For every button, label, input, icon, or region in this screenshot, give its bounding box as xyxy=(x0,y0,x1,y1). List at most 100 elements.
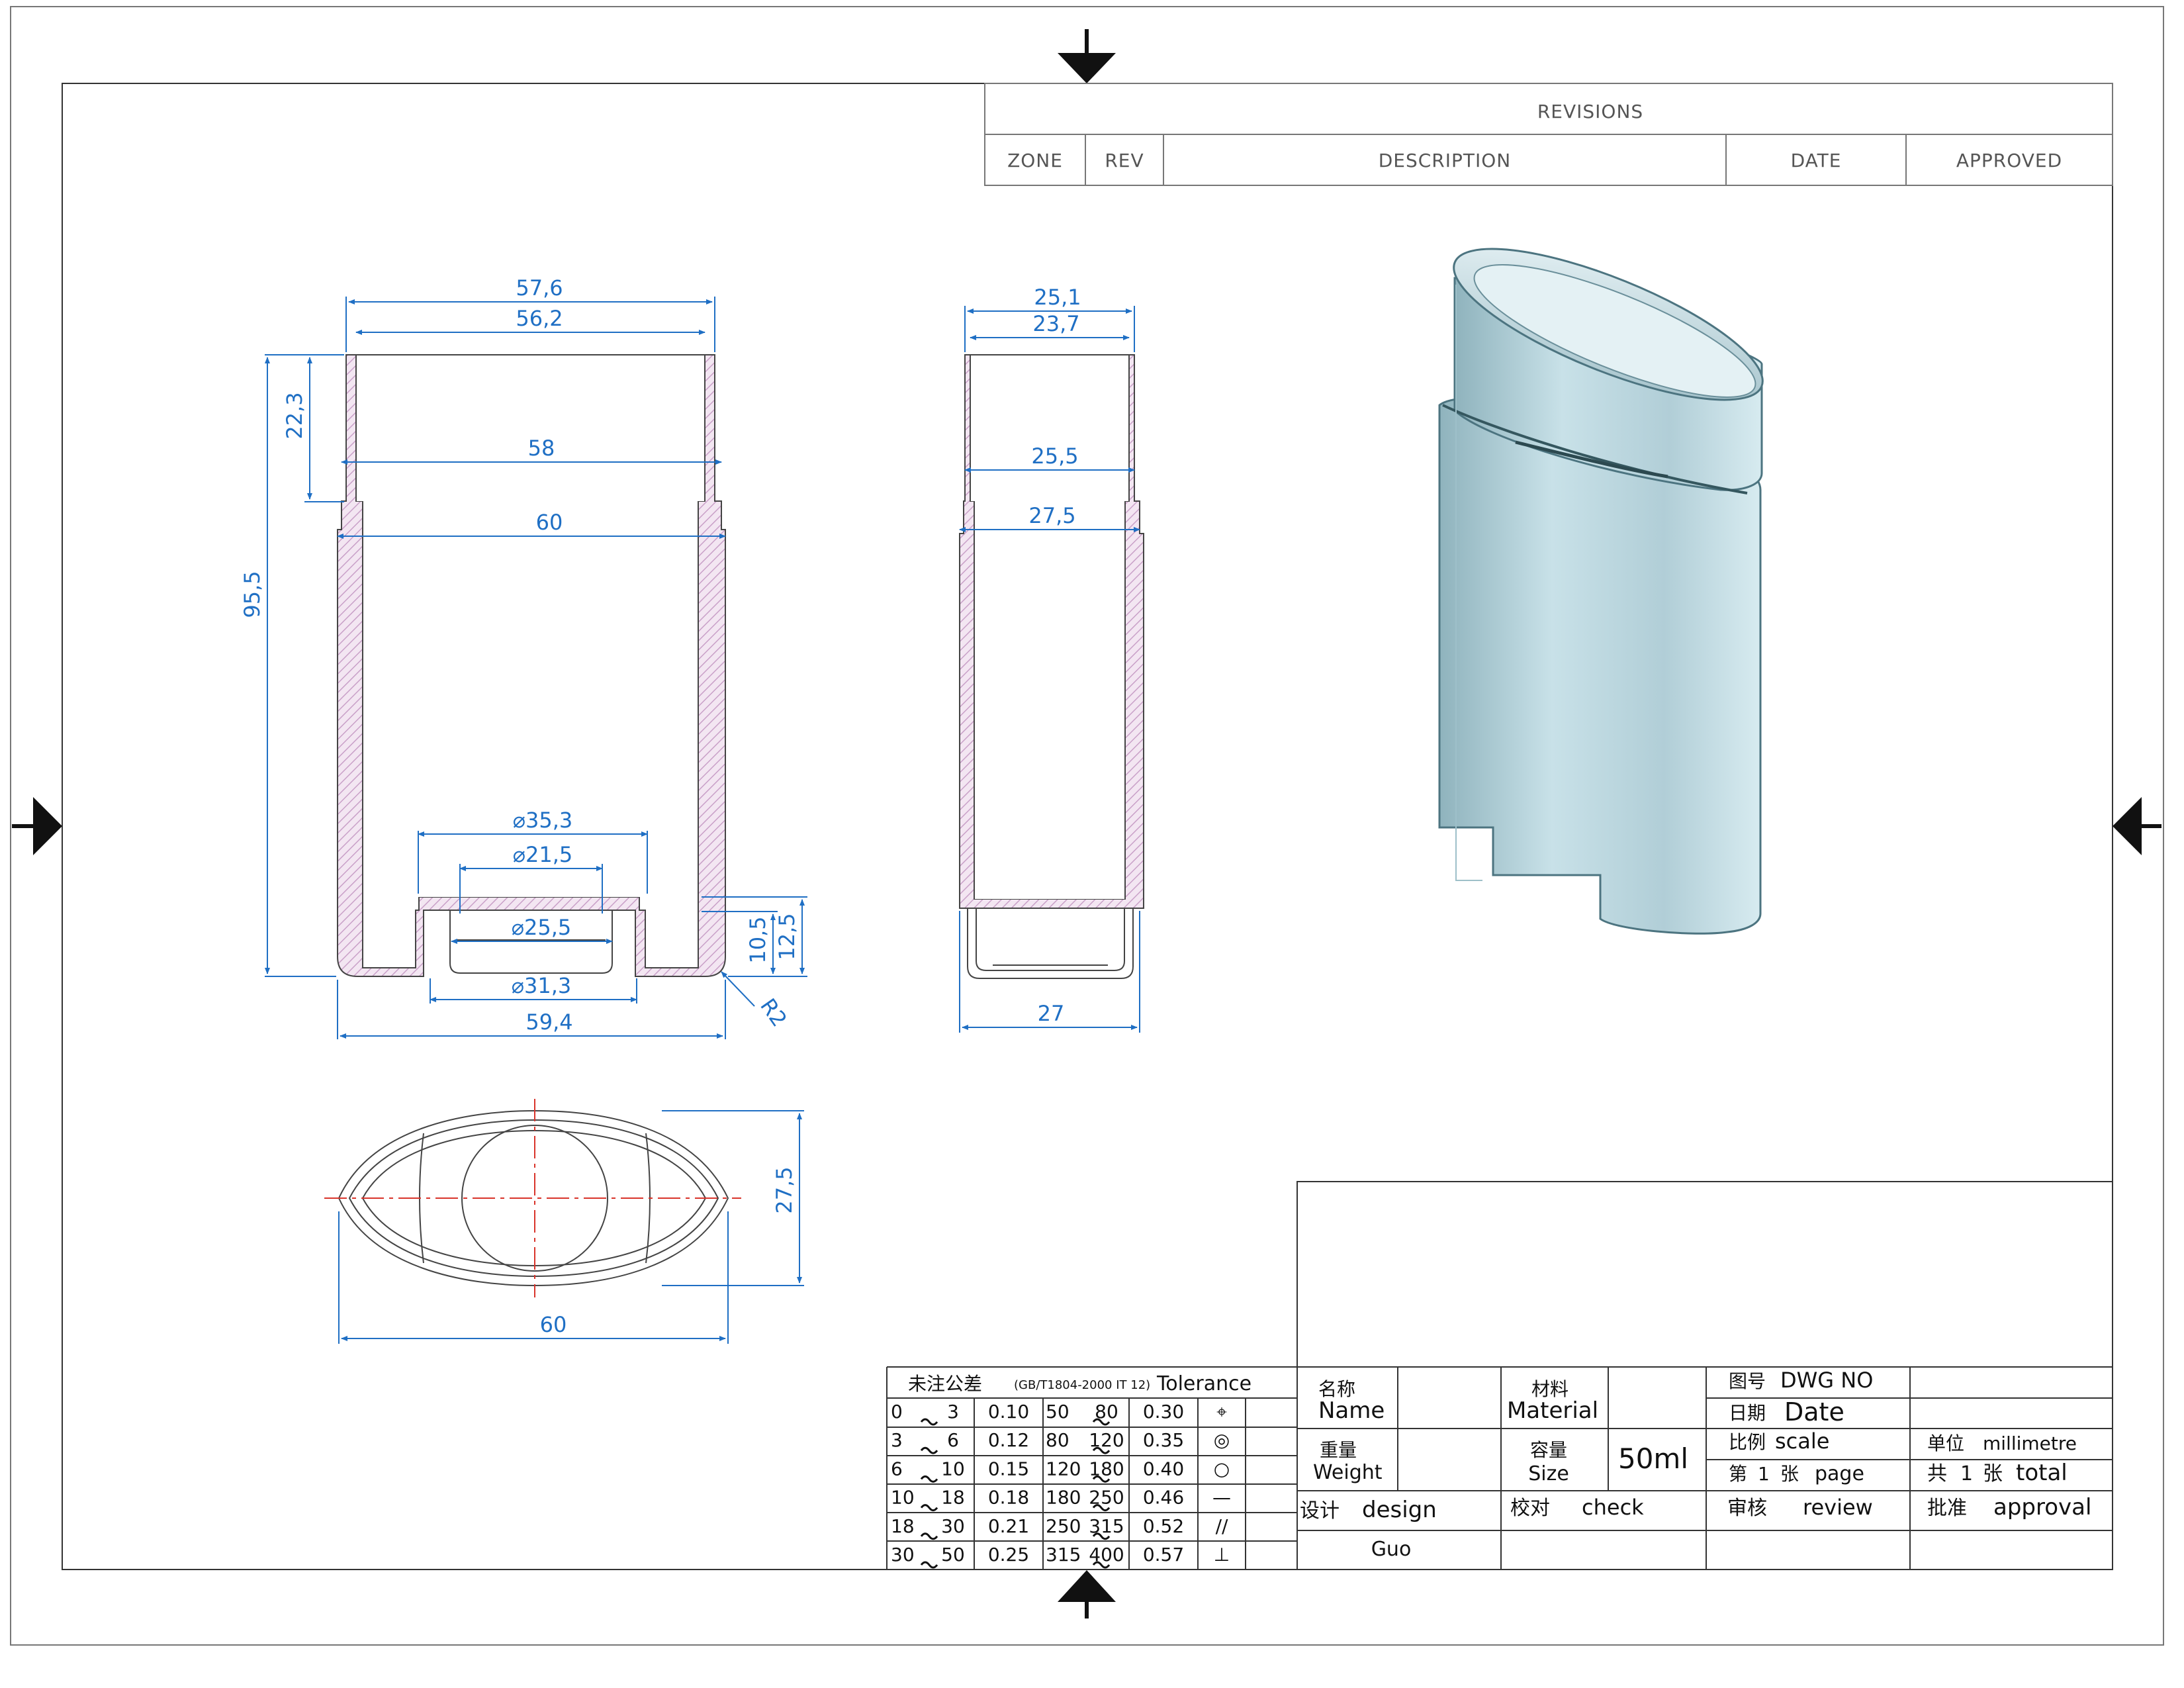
total-label-en: total xyxy=(2016,1460,2068,1486)
dim-opening-outer: ⌀35,3 xyxy=(513,808,573,833)
check-label-en: check xyxy=(1582,1495,1644,1520)
dim-side-bottom: 27 xyxy=(1038,1001,1065,1026)
tolerance-cell-c: 0.18 xyxy=(988,1487,1029,1509)
tolerance-cell-c: 0.10 xyxy=(988,1401,1029,1423)
tolerance-cell-c: 0.25 xyxy=(988,1544,1029,1566)
tolerance-cell-c: 0.12 xyxy=(988,1429,1029,1451)
dim-side-neck: 25,5 xyxy=(1031,444,1078,469)
tolerance-cell-b: 50 xyxy=(941,1544,965,1566)
dim-top-inner-width: 56,2 xyxy=(516,306,563,331)
tilde-icon xyxy=(920,1418,938,1426)
weight-label-cn: 重量 xyxy=(1320,1439,1357,1461)
side-dimension-labels: 25,1 23,7 25,5 27,5 27 xyxy=(1028,285,1081,1026)
side-dimensions xyxy=(959,306,1140,1033)
review-label-cn: 审核 xyxy=(1727,1497,1767,1520)
dim-top-width: 60 xyxy=(540,1312,567,1337)
dwg-label-cn: 图号 xyxy=(1729,1370,1766,1392)
tolerance-cell-d: 180 xyxy=(1046,1487,1081,1509)
dim-bottom-width: 59,4 xyxy=(525,1009,572,1035)
tilde-icon xyxy=(1092,1475,1111,1483)
front-dimensions xyxy=(265,297,807,1039)
revisions-col-approved: APPROVED xyxy=(1956,150,2062,171)
revisions-title: REVISIONS xyxy=(1537,101,1643,122)
side-base-outline xyxy=(967,908,1134,979)
approval-label-cn: 批准 xyxy=(1927,1497,1967,1520)
dim-base-height-inner: 10,5 xyxy=(745,916,770,963)
tolerance-cell-b: 10 xyxy=(941,1458,965,1479)
arrow-right-icon xyxy=(33,797,62,855)
size-label-cn: 容量 xyxy=(1530,1439,1567,1461)
arrow-down-icon xyxy=(1058,53,1116,83)
tolerance-label-en: Tolerance xyxy=(1156,1372,1251,1395)
size-label-en: Size xyxy=(1528,1462,1569,1485)
tolerance-cell-c: 0.21 xyxy=(988,1515,1029,1537)
revisions-col-description: DESCRIPTION xyxy=(1379,150,1512,171)
arrow-left-icon xyxy=(2113,797,2142,855)
revisions-col-rev: REV xyxy=(1105,150,1144,171)
tolerance-cell-c: 0.15 xyxy=(988,1458,1029,1479)
dim-total-height: 95,5 xyxy=(240,571,265,618)
tolerance-cell-b: 3 xyxy=(947,1401,959,1423)
tolerance-cell-b: 30 xyxy=(941,1515,965,1537)
approval-label-en: approval xyxy=(1993,1494,2091,1521)
dim-boss-inner: ⌀25,5 xyxy=(512,915,572,940)
dim-neck-width: 58 xyxy=(528,436,555,461)
outer-frame xyxy=(10,6,2164,1646)
tolerance-cell-b: 18 xyxy=(941,1487,965,1509)
tolerance-cell-e: 120 xyxy=(1089,1429,1124,1451)
revisions-col-zone: ZONE xyxy=(1007,150,1063,171)
tilde-icon xyxy=(1092,1504,1111,1512)
tolerance-cell-e: 250 xyxy=(1089,1487,1124,1509)
size-value: 50ml xyxy=(1618,1442,1688,1475)
total-number: 1 xyxy=(1960,1462,1973,1485)
tolerance-cell-a: 6 xyxy=(891,1458,903,1479)
dim-radius: R2 xyxy=(755,994,792,1031)
check-label-cn: 校对 xyxy=(1510,1497,1550,1520)
tilde-icon xyxy=(1092,1446,1111,1454)
page-prefix: 第 xyxy=(1729,1463,1747,1485)
top-outer-outline xyxy=(338,1109,729,1287)
dim-top-depth: 27,5 xyxy=(772,1166,797,1213)
dim-side-body: 27,5 xyxy=(1028,503,1075,528)
page-number: 1 xyxy=(1758,1463,1770,1485)
total-suffix: 张 xyxy=(1983,1462,2003,1485)
material-label-en: Material xyxy=(1507,1397,1598,1424)
weight-label-en: Weight xyxy=(1313,1461,1383,1484)
dim-side-top-inner: 23,7 xyxy=(1032,311,1079,336)
tilde-icon xyxy=(920,1446,938,1454)
container-3d-render xyxy=(1438,248,1764,935)
dwg-label-en: DWG NO xyxy=(1780,1368,1873,1393)
dim-body-width: 60 xyxy=(536,510,563,535)
tolerance-cell-sym: ⊥ xyxy=(1214,1544,1230,1566)
tolerance-cell-d: 315 xyxy=(1046,1544,1081,1566)
tolerance-cell-sym: — xyxy=(1212,1487,1231,1509)
tolerance-table xyxy=(887,1397,1297,1570)
centering-marks xyxy=(12,29,2161,1618)
name-label-cn: 名称 xyxy=(1318,1378,1355,1400)
tolerance-cell-a: 0 xyxy=(891,1401,903,1423)
tolerance-standard: (GB/T1804-2000 IT 12) xyxy=(1014,1378,1150,1392)
tolerance-cell-f: 0.52 xyxy=(1143,1515,1184,1537)
tolerance-cell-f: 0.40 xyxy=(1143,1458,1184,1479)
designer-name: Guo xyxy=(1371,1538,1412,1561)
tolerance-cell-d: 120 xyxy=(1046,1458,1081,1479)
side-section-view xyxy=(959,354,1144,979)
unit-value: millimetre xyxy=(1983,1432,2077,1454)
review-label-en: review xyxy=(1803,1495,1873,1520)
revisions-col-date: DATE xyxy=(1791,150,1842,171)
tilde-icon xyxy=(920,1504,938,1512)
tilde-icon xyxy=(1092,1418,1111,1426)
tolerance-cell-d: 250 xyxy=(1046,1515,1081,1537)
revisions-table: REVISIONS ZONE REV DESCRIPTION DATE APPR… xyxy=(984,83,2113,186)
name-label-en: Name xyxy=(1318,1397,1385,1424)
design-label-en: design xyxy=(1362,1497,1437,1523)
page-label-en: page xyxy=(1815,1462,1864,1485)
tolerance-cell-f: 0.30 xyxy=(1143,1401,1184,1423)
top-dimensions xyxy=(338,1110,804,1344)
dim-top-outer-width: 57,6 xyxy=(516,275,563,301)
tolerance-cell-f: 0.57 xyxy=(1143,1544,1184,1566)
tolerance-cell-sym: ⌖ xyxy=(1216,1401,1227,1423)
tolerance-cell-sym: // xyxy=(1216,1515,1228,1537)
